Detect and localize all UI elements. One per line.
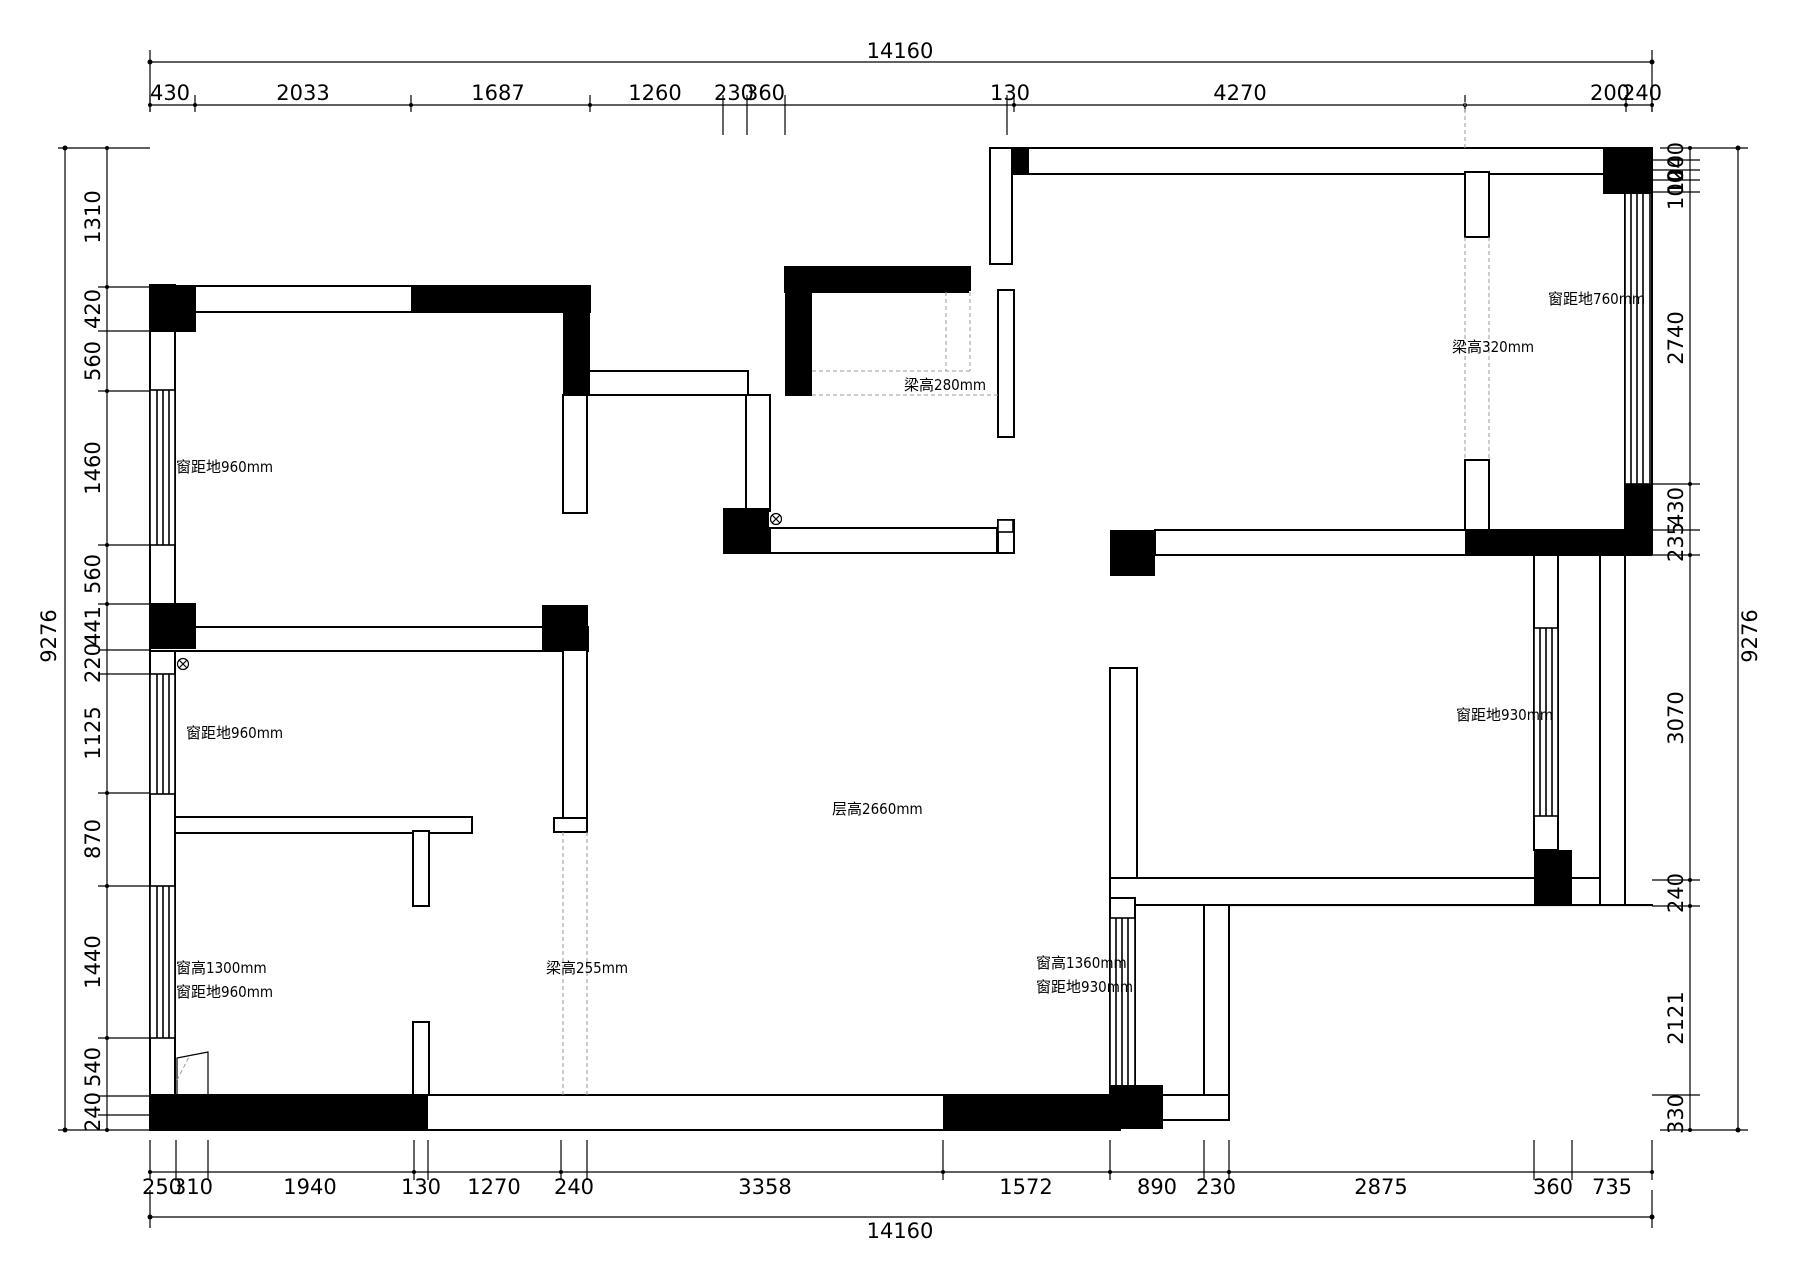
dim-bottom-11: 360 <box>1533 1175 1573 1199</box>
dim-bottom-7: 1572 <box>999 1175 1052 1199</box>
dim-left-1: 420 <box>81 289 105 329</box>
dim-top-1: 2033 <box>276 81 329 105</box>
walls <box>149 147 1653 1131</box>
dim-top-6: 130 <box>990 81 1030 105</box>
dim-right-5: 235 <box>1664 522 1688 562</box>
dim-bottom-2: 1940 <box>283 1175 336 1199</box>
dim-top-9: 240 <box>1622 81 1662 105</box>
fixtures <box>176 512 783 1096</box>
dim-right-2: 100 <box>1664 170 1688 210</box>
dim-top-5: 360 <box>745 81 785 105</box>
dim-left-9: 1440 <box>81 935 105 988</box>
dim-left-10: 540 <box>81 1047 105 1087</box>
dim-top-2: 1687 <box>471 81 524 105</box>
dim-bottom-10: 2875 <box>1354 1175 1407 1199</box>
annotations: 窗距地960mm 窗距地960mm 窗高1300mm 窗距地960mm 梁高28… <box>176 290 1645 1001</box>
note-beam-255: 梁高255mm <box>546 959 628 977</box>
dim-right-1: 100 <box>1664 155 1688 195</box>
dim-right-7: 240 <box>1664 873 1688 913</box>
dim-left-6: 220 <box>81 643 105 683</box>
dim-top-8: 200 <box>1590 81 1630 105</box>
dim-bottom-6: 3358 <box>738 1175 791 1199</box>
dim-top-3: 1260 <box>628 81 681 105</box>
dim-right-3: 2740 <box>1664 311 1688 364</box>
dim-left-8: 870 <box>81 819 105 859</box>
dim-right-total: 9276 <box>1738 609 1762 662</box>
dim-bottom-12: 735 <box>1592 1175 1632 1199</box>
note-win-mid-left: 窗距地960mm <box>186 724 283 742</box>
dim-bottom-5: 240 <box>554 1175 594 1199</box>
dim-left-5: 441 <box>81 606 105 646</box>
dim-bottom-1: 310 <box>173 1175 213 1199</box>
note-win-right-top: 窗距地760mm <box>1548 290 1645 308</box>
dim-left-3: 1460 <box>81 441 105 494</box>
note-floor-height: 层高2660mm <box>832 800 923 818</box>
windows <box>149 191 1651 1087</box>
note-win-bottom-sill: 窗距地930mm <box>1036 978 1133 996</box>
dim-right-8: 2121 <box>1664 991 1688 1044</box>
note-win-right-mid: 窗距地930mm <box>1456 706 1553 724</box>
dim-left-4: 560 <box>81 554 105 594</box>
note-beam-320: 梁高320mm <box>1452 338 1534 356</box>
dimension-text: 14160 14160 9276 9276 430 2033 1687 1260… <box>37 39 1762 1243</box>
note-win-upper-left: 窗距地960mm <box>176 458 273 476</box>
dim-bottom-9: 230 <box>1196 1175 1236 1199</box>
dim-bottom-0: 250 <box>142 1175 182 1199</box>
dim-bottom-3: 130 <box>401 1175 441 1199</box>
dim-left-2: 560 <box>81 341 105 381</box>
dim-left-7: 1125 <box>81 706 105 759</box>
columns <box>150 148 1652 1130</box>
note-win-lower-left-sill: 窗距地960mm <box>176 983 273 1001</box>
dim-bottom-4: 1270 <box>467 1175 520 1199</box>
dim-top-0: 430 <box>150 81 190 105</box>
note-beam-280: 梁高280mm <box>904 376 986 394</box>
dim-left-11: 240 <box>81 1092 105 1132</box>
dim-top-4: 230 <box>714 81 754 105</box>
dimension-lines <box>58 50 1748 1228</box>
dim-right-4: 430 <box>1664 487 1688 527</box>
beam-lines <box>562 100 1490 1096</box>
dim-top-total: 14160 <box>867 39 934 63</box>
note-win-bottom-height: 窗高1360mm <box>1036 954 1127 972</box>
dim-right-9: 330 <box>1664 1094 1688 1134</box>
dim-right-0: 240 <box>1664 142 1688 182</box>
dim-right-6: 3070 <box>1664 691 1688 744</box>
dim-bottom-total: 14160 <box>867 1219 934 1243</box>
dim-bottom-8: 890 <box>1137 1175 1177 1199</box>
dim-top-7: 4270 <box>1213 81 1266 105</box>
dim-left-0: 1310 <box>81 190 105 243</box>
note-win-lower-left-height: 窗高1300mm <box>176 959 267 977</box>
dim-left-total: 9276 <box>37 609 61 662</box>
